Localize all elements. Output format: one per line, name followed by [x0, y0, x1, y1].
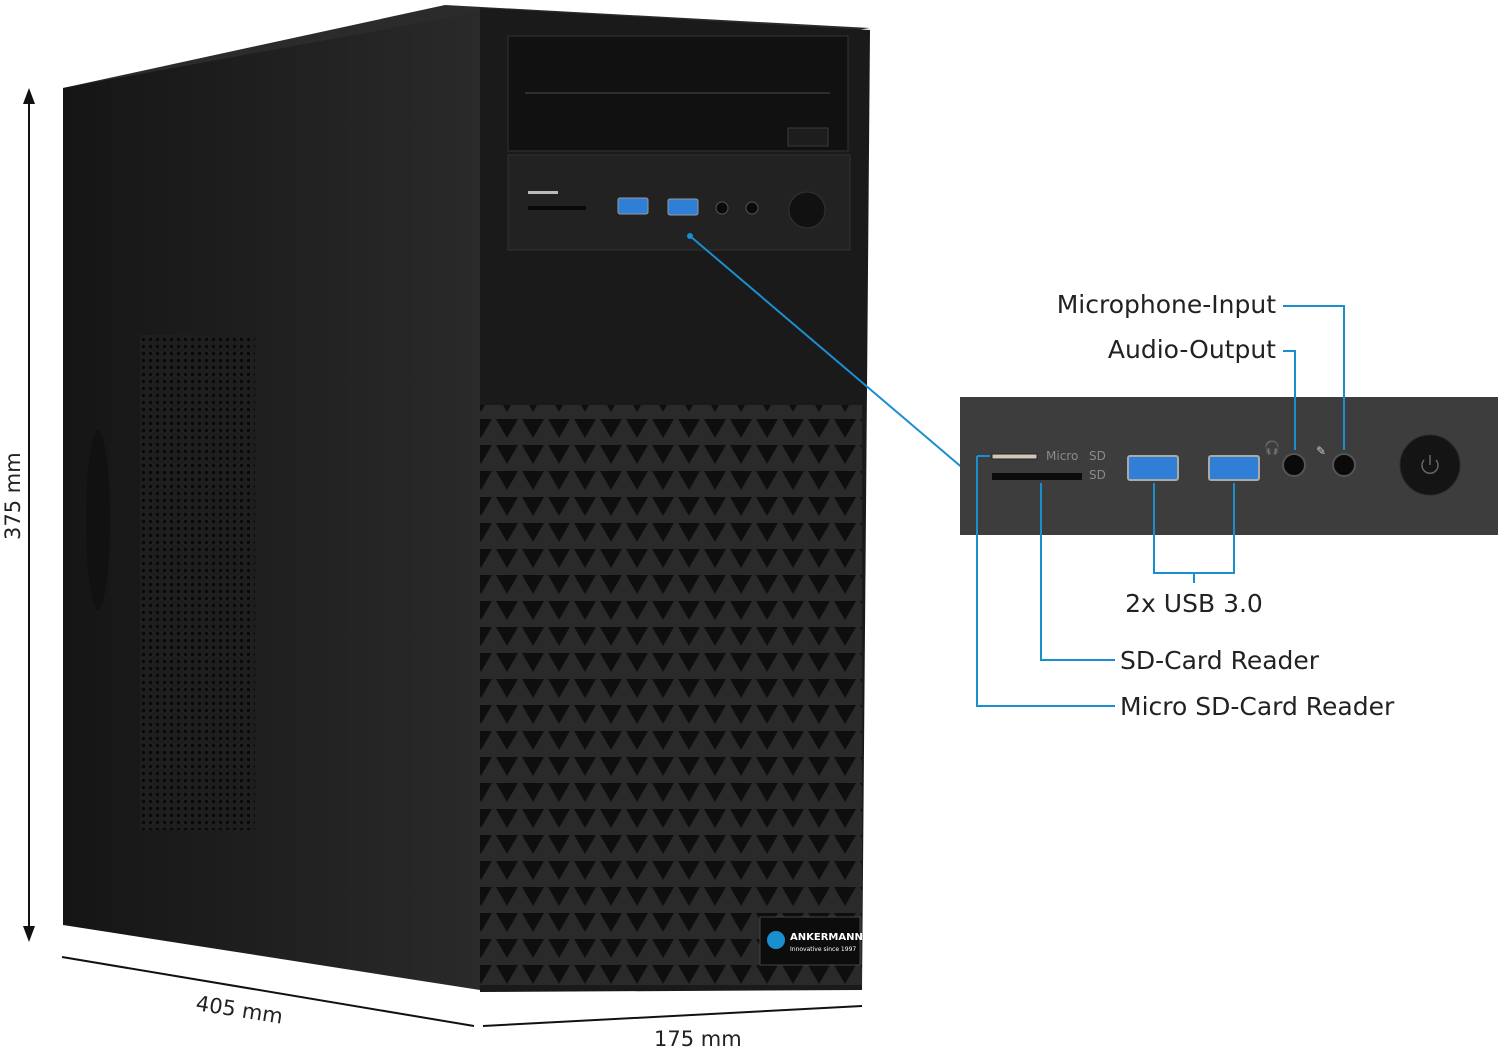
sd-label: SD — [1089, 449, 1106, 463]
brand-tagline: Innovative since 1997 — [790, 946, 856, 953]
audio-leader — [1283, 350, 1296, 450]
pc-tower: ANKERMANN Innovative since 1997 — [63, 5, 870, 992]
front-mesh — [480, 405, 862, 985]
width-arrow — [482, 1005, 863, 1027]
micro-sd-slot-small — [528, 191, 558, 194]
headphone-icon: 🎧 — [1264, 440, 1280, 456]
side-handle — [86, 430, 110, 610]
mic-jack-small — [745, 201, 759, 215]
audio-jack-small — [715, 201, 729, 215]
micro-sd-leader — [976, 456, 1115, 707]
depth-arrow — [61, 956, 475, 1027]
sd-leader — [1040, 483, 1115, 661]
arrow-head — [23, 926, 35, 942]
microphone-input-label: Microphone-Input — [1057, 290, 1276, 319]
micro-sd-slot — [991, 453, 1038, 460]
arrow-head — [23, 88, 35, 104]
microphone-leader — [1283, 305, 1345, 450]
sd-label: SD — [1089, 468, 1106, 482]
usb-port-1 — [1127, 455, 1179, 481]
side-vent — [140, 335, 255, 830]
micro-sd-card-reader-label: Micro SD-Card Reader — [1120, 692, 1395, 721]
side-panel — [63, 12, 480, 990]
width-dimension: 175 mm — [654, 1027, 742, 1051]
audio-output-label: Audio-Output — [1108, 335, 1276, 364]
brand-name: ANKERMANN — [790, 932, 863, 943]
io-panel-enlarged: Micro SD SD 🎧 ✎ — [960, 397, 1498, 535]
height-dimension: 375 mm — [1, 452, 25, 540]
dvd-tray-line — [525, 92, 830, 94]
audio-output-jack — [1282, 453, 1306, 477]
sd-slot-small — [528, 206, 586, 210]
dvd-eject-button — [787, 127, 829, 147]
microphone-input-jack — [1332, 453, 1356, 477]
sd-card-reader-label: SD-Card Reader — [1120, 646, 1320, 675]
usb-label: 2x USB 3.0 — [1125, 589, 1263, 618]
power-icon — [1421, 455, 1439, 475]
power-button-small — [788, 191, 826, 229]
leader-dot — [687, 233, 693, 239]
usb-port-2 — [1208, 455, 1260, 481]
brand-logo-icon — [767, 931, 785, 949]
zoom-leader-line — [689, 235, 966, 471]
depth-dimension: 405 mm — [194, 991, 284, 1028]
microphone-icon: ✎ — [1316, 444, 1326, 458]
dimension-lines — [28, 92, 863, 1027]
usb-port-small-1 — [617, 197, 649, 215]
sd-slot — [992, 473, 1082, 480]
usb-port-small-2 — [667, 198, 699, 216]
micro-label: Micro — [1046, 449, 1078, 463]
